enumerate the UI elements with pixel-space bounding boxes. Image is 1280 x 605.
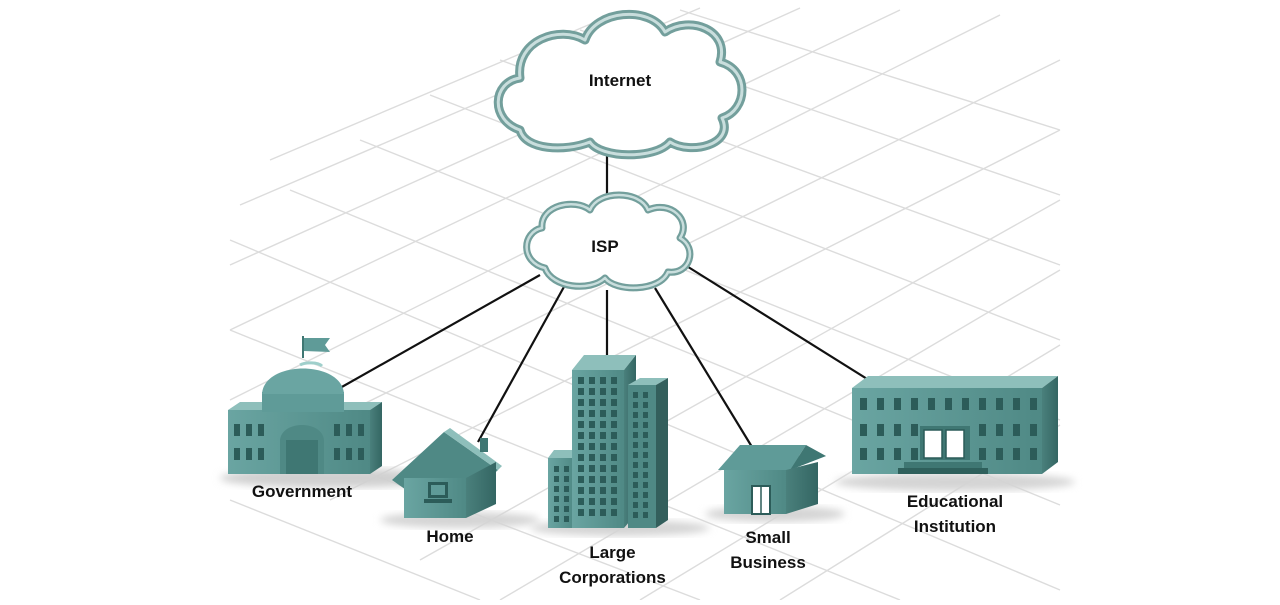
small-business-building-icon[interactable] xyxy=(705,445,845,522)
government-label: Government xyxy=(251,482,353,501)
isp-label: ISP xyxy=(591,237,619,256)
link-isp-educational xyxy=(684,264,873,383)
large-corporations-building-icon[interactable] xyxy=(530,355,710,536)
home-building-icon[interactable] xyxy=(380,428,540,528)
educational-institution-building-icon[interactable] xyxy=(835,376,1075,491)
large-corporations-label: Large Corporations xyxy=(540,540,685,590)
link-isp-government xyxy=(339,274,541,389)
educational-institution-label: Educational Institution xyxy=(885,489,1025,539)
small-business-label-line2: Business xyxy=(730,553,806,572)
small-business-label: Small Business xyxy=(718,525,818,575)
link-isp-small-business xyxy=(654,287,753,448)
small-business-label-line1: Small xyxy=(745,528,791,547)
internet-label: Internet xyxy=(588,71,652,90)
large-corporations-label-line1: Large xyxy=(589,543,636,562)
isp-cloud[interactable] xyxy=(523,191,694,292)
government-building-icon[interactable] xyxy=(220,336,440,488)
large-corporations-label-line2: Corporations xyxy=(559,568,666,587)
home-label: Home xyxy=(426,527,474,546)
link-isp-home xyxy=(477,284,566,443)
educational-institution-label-line2: Institution xyxy=(913,517,997,536)
internet-cloud[interactable] xyxy=(493,9,747,160)
educational-institution-label-line1: Educational xyxy=(906,492,1004,511)
